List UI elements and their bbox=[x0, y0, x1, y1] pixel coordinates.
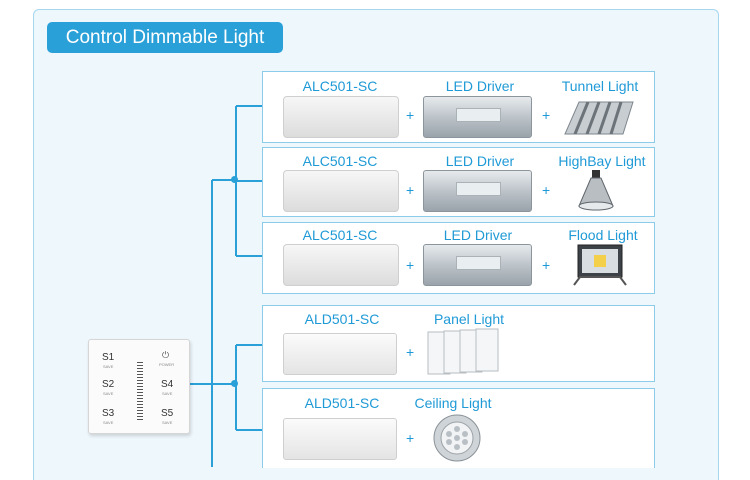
receiver-device bbox=[283, 96, 399, 138]
connector-ald-vertical bbox=[235, 345, 237, 430]
receiver-label: ALD501-SC bbox=[304, 395, 380, 411]
driver-label: LED Driver bbox=[445, 78, 515, 94]
connector-controller bbox=[188, 383, 212, 385]
plus-sign: + bbox=[406, 182, 415, 198]
panel-light-icon bbox=[427, 328, 499, 375]
receiver-label: ALC501-SC bbox=[302, 153, 378, 169]
wall-panel-controller: S1 SAVE S2 SAVE S3 SAVE ⏻ POWER S4 SAVE … bbox=[88, 339, 190, 434]
plus-sign: + bbox=[406, 344, 415, 360]
receiver-device bbox=[283, 244, 399, 286]
key-s3-label: S3 bbox=[102, 408, 115, 419]
ceiling-light-icon bbox=[433, 414, 481, 462]
diagram-title: Control Dimmable Light bbox=[47, 22, 283, 53]
key-s5-sub: SAVE bbox=[162, 420, 173, 425]
light-label: HighBay Light bbox=[558, 153, 646, 169]
flood-light-icon bbox=[573, 244, 627, 286]
receiver-label: ALC501-SC bbox=[302, 227, 378, 243]
receiver-label: ALD501-SC bbox=[304, 311, 380, 327]
connector-row2 bbox=[236, 180, 263, 182]
driver-label: LED Driver bbox=[445, 153, 515, 169]
receiver-device bbox=[283, 333, 397, 375]
junction-dot bbox=[231, 176, 238, 183]
key-s1-label: S1 bbox=[102, 352, 115, 363]
connector-row1 bbox=[236, 105, 263, 107]
key-s1-sub: SAVE bbox=[103, 364, 114, 369]
power-label: POWER bbox=[159, 362, 175, 367]
light-label: Panel Light bbox=[433, 311, 505, 327]
receiver-device bbox=[283, 418, 397, 460]
connector-row5 bbox=[236, 429, 263, 431]
dimming-slider bbox=[137, 362, 143, 420]
connector-ald-branch bbox=[212, 383, 236, 385]
plus-sign: + bbox=[542, 257, 551, 273]
connector-trunk bbox=[211, 180, 213, 467]
key-s4-sub: SAVE bbox=[162, 391, 173, 396]
plus-sign: + bbox=[542, 107, 551, 123]
highbay-light-icon bbox=[578, 170, 614, 211]
connector-row4 bbox=[236, 344, 263, 346]
driver-label: LED Driver bbox=[443, 227, 513, 243]
light-label: Flood Light bbox=[568, 227, 638, 243]
light-label: Ceiling Light bbox=[414, 395, 492, 411]
receiver-label: ALC501-SC bbox=[302, 78, 378, 94]
connector-alc-branch bbox=[212, 179, 236, 181]
receiver-device bbox=[283, 170, 399, 212]
led-driver-device bbox=[423, 170, 532, 212]
connector-row3 bbox=[236, 255, 263, 257]
power-icon: ⏻ bbox=[162, 350, 170, 360]
key-s5-label: S5 bbox=[161, 408, 174, 419]
key-s2-label: S2 bbox=[102, 379, 115, 390]
plus-sign: + bbox=[542, 182, 551, 198]
plus-sign: + bbox=[406, 257, 415, 273]
key-s4-label: S4 bbox=[161, 379, 174, 390]
light-label: Tunnel Light bbox=[561, 78, 639, 94]
key-s2-sub: SAVE bbox=[103, 391, 114, 396]
plus-sign: + bbox=[406, 107, 415, 123]
plus-sign: + bbox=[406, 430, 415, 446]
key-s3-sub: SAVE bbox=[103, 420, 114, 425]
junction-dot bbox=[231, 380, 238, 387]
led-driver-device bbox=[423, 96, 532, 138]
tunnel-light-icon bbox=[564, 101, 634, 135]
led-driver-device bbox=[423, 244, 532, 286]
